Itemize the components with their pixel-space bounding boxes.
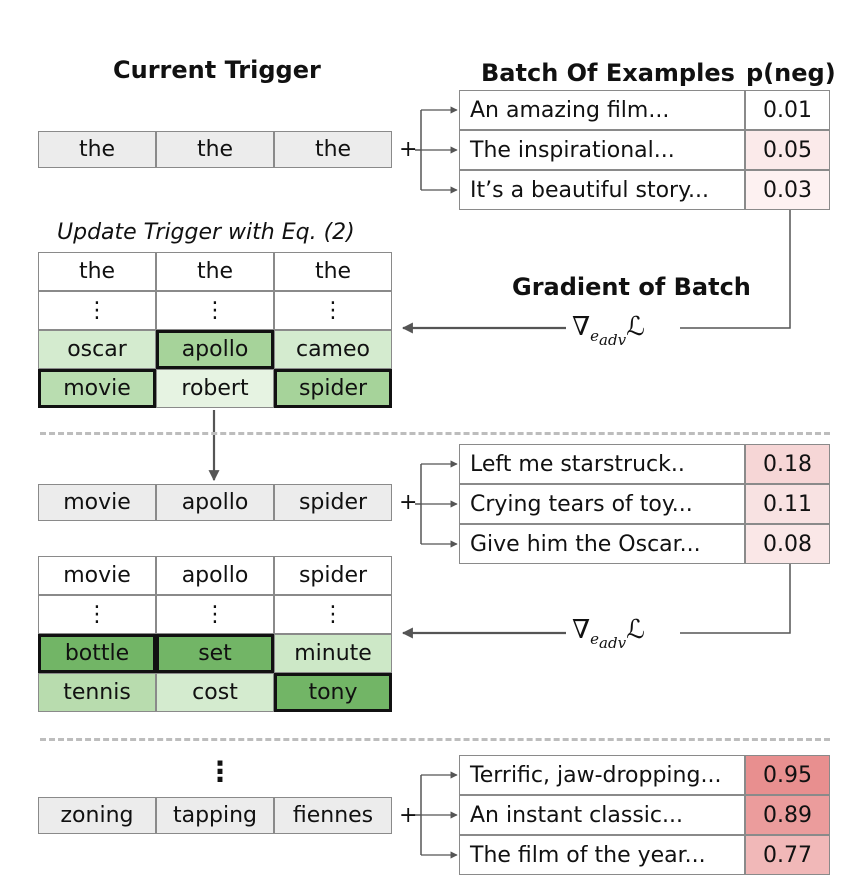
candidate-ellipsis: ⋮ [156, 595, 274, 634]
candidate-token: cameo [274, 330, 392, 369]
candidate-current-token: the [156, 252, 274, 291]
candidate-current-token: apollo [156, 556, 274, 595]
example-sentence: An amazing film... [459, 90, 745, 130]
candidate-current-token: spider [274, 556, 392, 595]
update-trigger-label: Update Trigger with Eq. (2) [57, 220, 355, 245]
candidate-current-token: the [274, 252, 392, 291]
batch-of-examples-header: Batch Of Examples [481, 59, 735, 87]
trigger-token: fiennes [274, 797, 392, 834]
p-neg-value: 0.01 [745, 90, 830, 130]
trigger-token: spider [274, 484, 392, 521]
stage-separator-2 [40, 738, 830, 741]
nabla-symbol: ∇ [572, 312, 591, 342]
candidate-current-token: the [38, 252, 156, 291]
trigger-token: zoning [38, 797, 156, 834]
current-trigger-header: Current Trigger [113, 56, 321, 84]
plus-sign-1: + [399, 137, 418, 162]
gradient-path-1 [680, 210, 791, 329]
candidate-ellipsis: ⋮ [38, 291, 156, 330]
p-neg-header: p(neg) [746, 59, 836, 87]
trigger-token: tapping [156, 797, 274, 834]
p-neg-value: 0.95 [745, 755, 830, 795]
candidate-token: cost [156, 673, 274, 712]
stage-separator-1 [40, 432, 830, 435]
p-neg-value: 0.11 [745, 484, 830, 524]
gradient-of-batch-label: Gradient of Batch [512, 273, 751, 301]
example-sentence: The film of the year... [459, 835, 745, 875]
candidate-ellipsis: ⋮ [274, 291, 392, 330]
candidate-token: apollo [156, 330, 274, 369]
p-neg-value: 0.03 [745, 170, 830, 210]
gradient-path-2 [680, 564, 791, 634]
candidate-token: oscar [38, 330, 156, 369]
trigger-token: movie [38, 484, 156, 521]
candidate-token: bottle [38, 634, 156, 673]
candidate-ellipsis: ⋮ [274, 595, 392, 634]
trigger-token: apollo [156, 484, 274, 521]
example-sentence: An instant classic... [459, 795, 745, 835]
p-neg-value: 0.08 [745, 524, 830, 564]
candidate-ellipsis: ⋮ [38, 595, 156, 634]
candidate-token: tennis [38, 673, 156, 712]
candidate-token: minute [274, 634, 392, 673]
candidate-token: robert [156, 369, 274, 408]
example-sentence: The inspirational... [459, 130, 745, 170]
stage-ellipsis: ⋮ [206, 755, 234, 788]
nabla-symbol: ∇ [572, 615, 591, 645]
plus-sign-3: + [399, 803, 418, 828]
trigger-token: the [38, 131, 156, 168]
p-neg-value: 0.18 [745, 444, 830, 484]
plus-sign-2: + [399, 490, 418, 515]
loss-symbol: ℒ [626, 312, 645, 342]
candidate-token: set [156, 634, 274, 673]
candidate-current-token: movie [38, 556, 156, 595]
candidate-token: tony [274, 673, 392, 712]
candidate-ellipsis: ⋮ [156, 291, 274, 330]
gradient-symbol-2: ∇eadvℒ [566, 615, 651, 653]
gradient-subscript: eadv [590, 327, 627, 350]
candidate-token: spider [274, 369, 392, 408]
gradient-subscript: eadv [590, 630, 627, 653]
example-sentence: Left me starstruck.. [459, 444, 745, 484]
example-sentence: It’s a beautiful story... [459, 170, 745, 210]
candidate-token: movie [38, 369, 156, 408]
p-neg-value: 0.05 [745, 130, 830, 170]
trigger-token: the [274, 131, 392, 168]
example-sentence: Give him the Oscar... [459, 524, 745, 564]
p-neg-value: 0.77 [745, 835, 830, 875]
gradient-symbol-1: ∇eadvℒ [566, 312, 651, 350]
loss-symbol: ℒ [626, 615, 645, 645]
trigger-token: the [156, 131, 274, 168]
example-sentence: Crying tears of toy... [459, 484, 745, 524]
p-neg-value: 0.89 [745, 795, 830, 835]
example-sentence: Terrific, jaw-dropping... [459, 755, 745, 795]
